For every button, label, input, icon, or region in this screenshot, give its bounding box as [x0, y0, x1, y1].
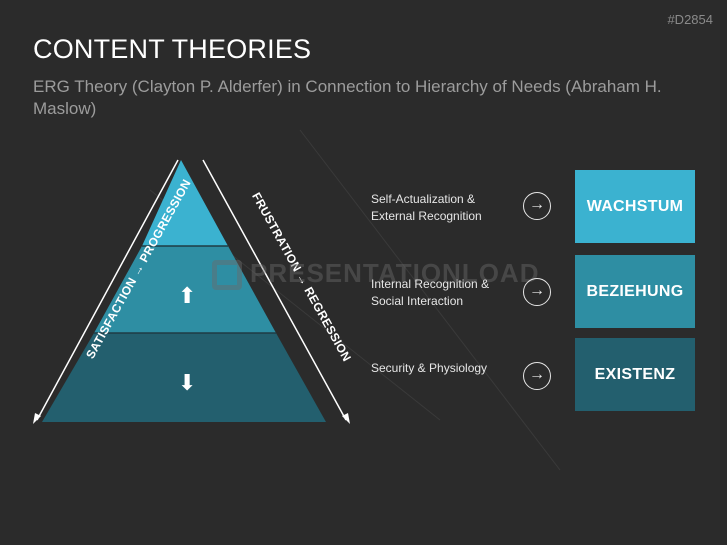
need-label-security: Security & Physiology — [371, 361, 488, 375]
arrow-down-icon: ⬇ — [178, 370, 197, 395]
left-arrow-head — [33, 413, 41, 424]
circle-arrow-icon: → — [523, 362, 551, 390]
pyramid-level-middle — [94, 246, 276, 333]
watermark-logo-icon — [212, 260, 242, 291]
erg-box-beziehung: BEZIEHUNG — [575, 255, 695, 328]
watermark-text: PRESENTATIONLOAD — [250, 258, 540, 288]
page-title: CONTENT THEORIES — [33, 34, 312, 64]
need-label-internal-recognition: Internal Recognition & Social Interactio… — [371, 277, 490, 308]
background-line — [299, 129, 561, 471]
right-arrow-head — [342, 413, 350, 424]
left-arrow-line — [36, 159, 179, 421]
page-subtitle: ERG Theory (Clayton P. Alderfer) in Conn… — [33, 77, 662, 118]
need-label-self-actualization: Self-Actualization & External Recognitio… — [371, 192, 482, 223]
slide-code: #D2854 — [667, 12, 713, 27]
right-arrow-line — [202, 159, 347, 421]
pyramid-level-bottom — [42, 333, 326, 422]
circle-arrow-icon: → — [523, 192, 551, 220]
pyramid-level-top — [142, 160, 228, 246]
arrow-up-icon: ⬆ — [178, 283, 197, 308]
circle-arrow-icon: → — [523, 278, 551, 306]
erg-box-existenz: EXISTENZ — [575, 338, 695, 411]
watermark: PRESENTATIONLOAD — [212, 258, 540, 291]
erg-box-wachstum: WACHSTUM — [575, 170, 695, 243]
